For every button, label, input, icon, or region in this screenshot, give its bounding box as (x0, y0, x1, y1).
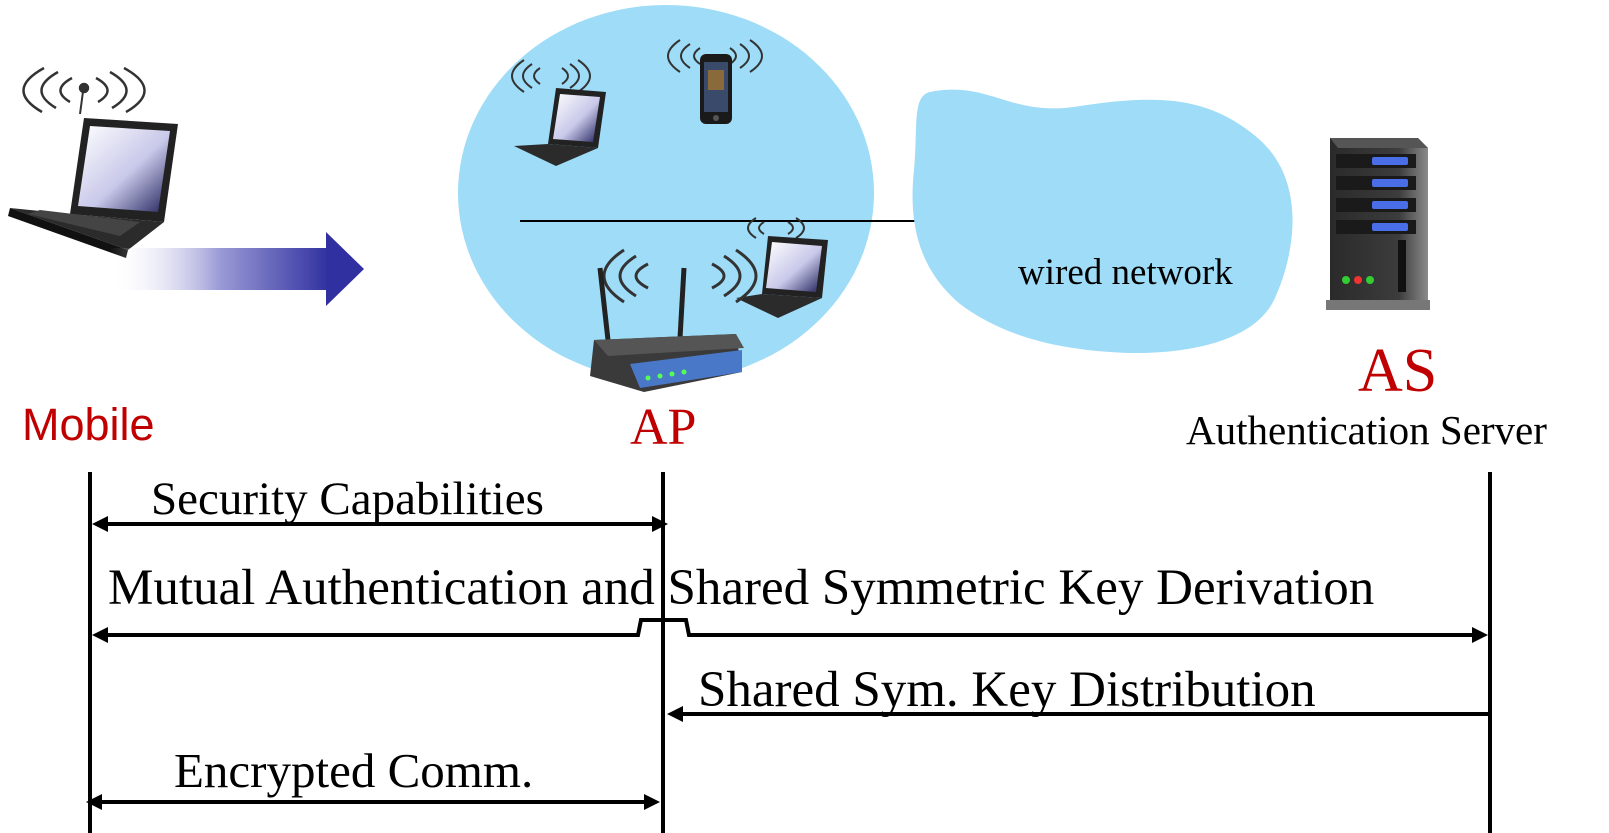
authentication-server-label: Authentication Server (1186, 407, 1547, 453)
arrowhead (667, 706, 683, 722)
laptop-icon (736, 236, 828, 318)
wired-network-label: wired network (1018, 252, 1233, 293)
encrypted-comm-label: Encrypted Comm. (174, 743, 533, 798)
wireless-signal-icon (747, 217, 805, 239)
mutual-authentication-label: Mutual Authentication and Shared Symmetr… (108, 560, 1374, 616)
wireless-signal-icon (22, 66, 146, 115)
motion-arrow-icon (110, 248, 330, 290)
arrowhead (92, 516, 108, 532)
arrowhead (652, 516, 668, 532)
as-label: AS (1358, 337, 1437, 405)
wireless-signal-icon (511, 59, 591, 93)
wireless-router-icon (590, 267, 744, 392)
motion-arrow-head (326, 232, 364, 306)
key-distribution-label: Shared Sym. Key Distribution (698, 662, 1316, 718)
mutual-authentication-arrow (96, 618, 1484, 637)
wireless-signal-icon (602, 248, 758, 304)
ap-label: AP (630, 399, 696, 456)
arrowhead (86, 794, 102, 810)
security-capabilities-label: Security Capabilities (151, 473, 544, 525)
smartphone-icon (700, 54, 732, 124)
arrowhead (92, 627, 108, 643)
laptop-icon (514, 88, 606, 166)
arrowhead (644, 794, 660, 810)
server-tower-icon (1326, 138, 1430, 310)
wired-network-cloud (912, 89, 1293, 354)
arrowhead (1472, 627, 1488, 643)
laptop-icon (8, 118, 178, 258)
mobile-label: Mobile (22, 399, 155, 450)
